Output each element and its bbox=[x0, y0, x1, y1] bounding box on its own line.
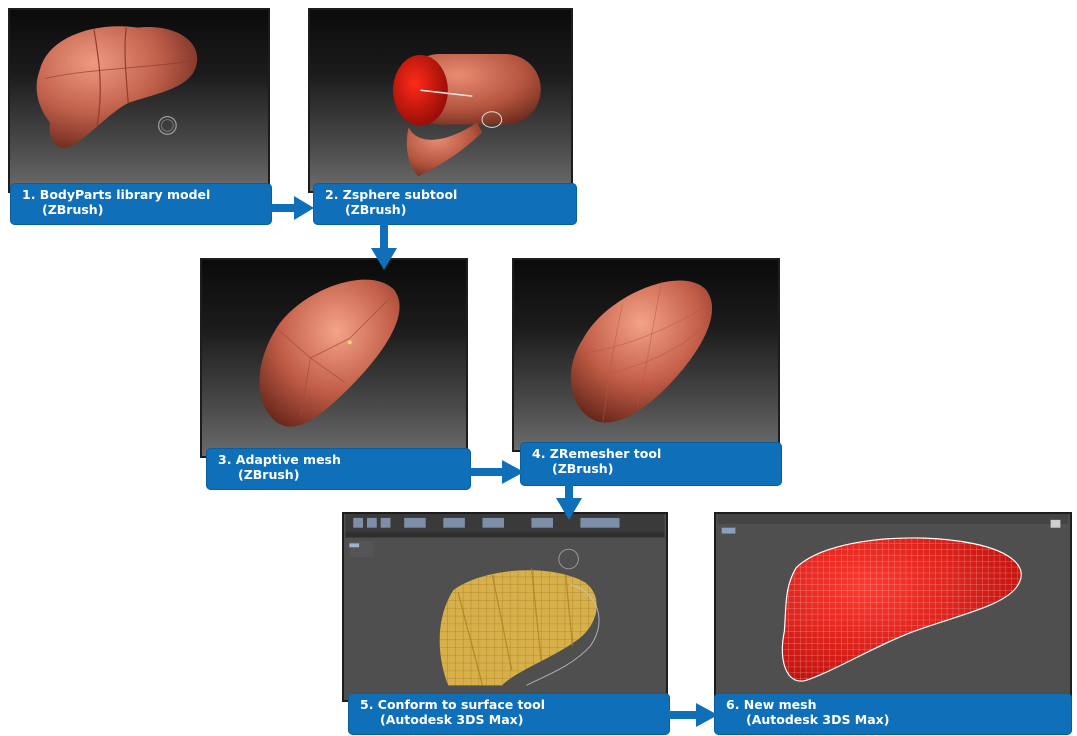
adaptive-mesh-image bbox=[202, 260, 466, 456]
step-5-label: 5. Conform to surface tool (Autodesk 3DS… bbox=[348, 693, 670, 735]
new-mesh-image bbox=[716, 514, 1070, 700]
liver-mesh-image bbox=[10, 10, 268, 191]
arrow-5-to-6 bbox=[668, 703, 718, 727]
step-5-screenshot bbox=[342, 512, 668, 702]
step-3-screenshot bbox=[200, 258, 468, 458]
step-4-software: (ZBrush) bbox=[532, 461, 770, 476]
step-6-title: 6. New mesh bbox=[726, 697, 1060, 712]
step-5-title: 5. Conform to surface tool bbox=[360, 697, 658, 712]
step-1-label: 1. BodyParts library model (ZBrush) bbox=[10, 183, 272, 225]
step-1-software: (ZBrush) bbox=[22, 202, 260, 217]
step-3-title: 3. Adaptive mesh bbox=[218, 452, 459, 467]
step-3-software: (ZBrush) bbox=[218, 467, 459, 482]
arrow-4-to-5 bbox=[556, 484, 582, 520]
zsphere-mesh-image bbox=[310, 10, 571, 191]
step-4-title: 4. ZRemesher tool bbox=[532, 446, 770, 461]
conform-tool-image bbox=[344, 514, 666, 700]
step-2-title: 2. Zsphere subtool bbox=[325, 187, 565, 202]
step-4-screenshot bbox=[512, 258, 780, 452]
arrow-3-to-4 bbox=[470, 460, 524, 484]
step-1-screenshot bbox=[8, 8, 270, 193]
step-3-label: 3. Adaptive mesh (ZBrush) bbox=[206, 448, 471, 490]
arrow-2-to-3 bbox=[371, 224, 397, 270]
step-1-title: 1. BodyParts library model bbox=[22, 187, 260, 202]
step-4-label: 4. ZRemesher tool (ZBrush) bbox=[520, 442, 782, 486]
step-2-screenshot bbox=[308, 8, 573, 193]
arrow-1-to-2 bbox=[270, 196, 314, 220]
step-6-screenshot bbox=[714, 512, 1072, 702]
step-6-software: (Autodesk 3DS Max) bbox=[726, 712, 1060, 727]
step-2-software: (ZBrush) bbox=[325, 202, 565, 217]
step-5-software: (Autodesk 3DS Max) bbox=[360, 712, 658, 727]
zremesher-mesh-image bbox=[514, 260, 778, 450]
step-2-label: 2. Zsphere subtool (ZBrush) bbox=[313, 183, 577, 225]
step-6-label: 6. New mesh (Autodesk 3DS Max) bbox=[714, 693, 1072, 735]
